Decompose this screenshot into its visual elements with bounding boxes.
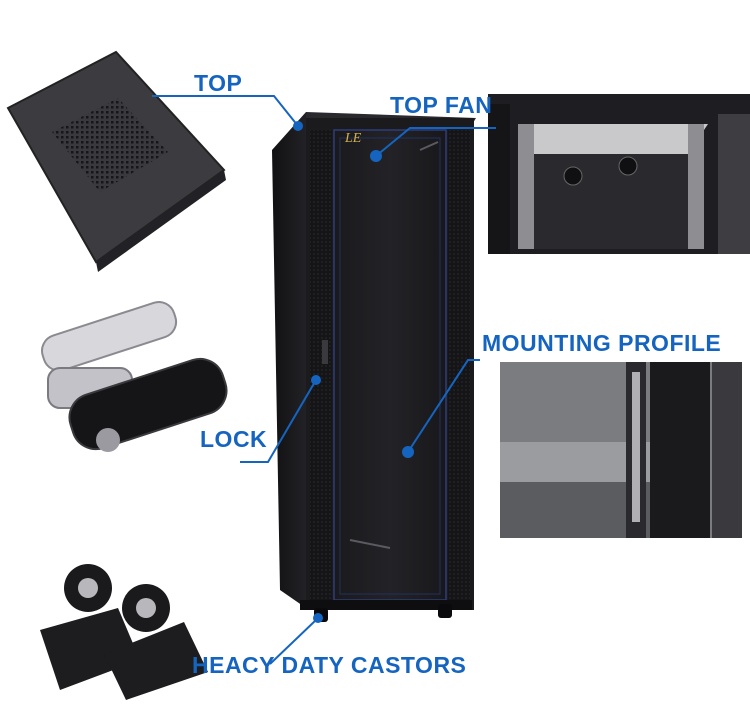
label-top: TOP [194, 70, 243, 96]
label-lock: LOCK [200, 426, 268, 452]
label-top-fan: TOP FAN [390, 92, 493, 118]
label-castors: HEACY DATY CASTORS [192, 652, 467, 678]
top-fan-image [488, 94, 750, 254]
mounting-profile-image [500, 362, 742, 538]
brand-mark: LE [344, 131, 362, 146]
label-mounting-profile: MOUNTING PROFILE [482, 330, 722, 356]
